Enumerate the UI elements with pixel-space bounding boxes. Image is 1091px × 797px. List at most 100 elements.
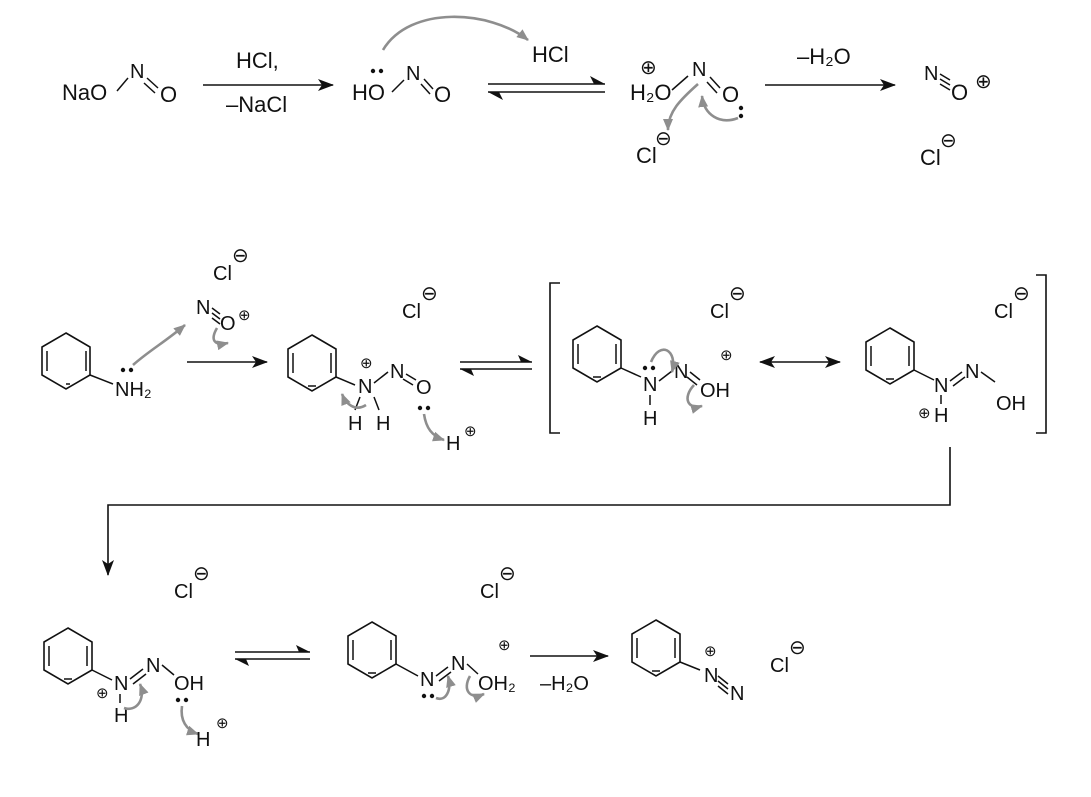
- atom-n: N: [692, 59, 706, 81]
- equilibrium-arrow: [235, 645, 310, 666]
- charge-plus: ⊕: [704, 643, 717, 660]
- charge-plus: ⊕: [238, 307, 251, 324]
- chloride: Cl: [174, 581, 193, 603]
- protonated-nitrous-acid: ⊕ H₂O N O Cl ⊖: [630, 57, 744, 168]
- atom-n: N: [146, 655, 160, 677]
- atom-h: H: [348, 413, 362, 435]
- atom-n: N: [674, 361, 688, 383]
- mechanism-arrow: [381, 15, 529, 51]
- mechanism-arrow: [465, 675, 485, 703]
- chloride: Cl: [213, 263, 232, 285]
- mechanism-arrow: [663, 83, 699, 131]
- atom-n: N: [924, 63, 938, 85]
- atom-h: H: [934, 405, 948, 427]
- chloride: Cl: [710, 301, 729, 323]
- right-bracket: [1036, 274, 1047, 434]
- final-step-arrow: –H₂O: [530, 650, 609, 695]
- atom-n: N: [704, 665, 718, 687]
- proton: H: [196, 729, 210, 751]
- charge-plus: ⊕: [360, 355, 373, 372]
- protonated-diazohydroxide: ⊕ N N OH H Cl ⊖: [43, 563, 210, 727]
- hcl-reagent: HCl: [532, 42, 569, 67]
- atom-n: N: [130, 61, 144, 83]
- atom-n: N: [406, 63, 420, 85]
- mechanism-arrow: [698, 95, 739, 122]
- charge-minus: ⊖: [729, 283, 746, 305]
- mechanism-arrow: [686, 384, 703, 414]
- mechanism-arrow: [212, 327, 229, 351]
- chloride: Cl: [402, 301, 421, 323]
- charge-minus: ⊖: [499, 563, 516, 585]
- atom-n: N: [730, 683, 744, 705]
- charge-plus: ⊕: [640, 57, 657, 79]
- charge-minus: ⊖: [655, 128, 672, 150]
- resonance-form-2: N N OH ⊕ H Cl ⊖: [865, 283, 1030, 427]
- atom-o: O: [722, 82, 739, 107]
- chloride: Cl: [480, 581, 499, 603]
- atom-h: H: [376, 413, 390, 435]
- chloride: Cl: [920, 145, 941, 170]
- mechanism-arrow: [180, 705, 199, 736]
- step1-byproduct: –NaCl: [226, 92, 287, 117]
- atom-nh2: NH₂: [115, 379, 152, 401]
- charge-plus: ⊕: [216, 715, 229, 732]
- equilibrium-arrow: [488, 76, 605, 100]
- nitrosonium-ion: N O ⊕ Cl ⊖: [920, 63, 992, 170]
- atom-oh: OH: [700, 380, 730, 402]
- charge-minus: ⊖: [193, 563, 210, 585]
- atom-h: H: [114, 705, 128, 727]
- charge-plus: ⊕: [918, 405, 931, 422]
- atom-h: H: [643, 408, 657, 430]
- n-nitrosoanilinium: ⊕ N N O H H Cl ⊖: [287, 283, 438, 435]
- atom-h2o: H₂O: [630, 80, 672, 105]
- atom-oh: OH: [996, 393, 1026, 415]
- atom-o: O: [416, 377, 432, 399]
- mechanism-arrow: [649, 348, 680, 373]
- aniline: NH₂: [41, 332, 152, 401]
- atom-na-o: NaO: [62, 80, 107, 105]
- atom-ho: HO: [352, 80, 385, 105]
- atom-n: N: [196, 297, 210, 319]
- step1-reagent: HCl,: [236, 48, 279, 73]
- atom-n: N: [358, 376, 372, 398]
- step3-byproduct: –H₂O: [797, 44, 851, 69]
- atom-o: O: [160, 82, 177, 107]
- step1-arrow: HCl, –NaCl: [203, 48, 334, 117]
- atom-n: N: [643, 374, 657, 396]
- atom-oh2: OH₂: [478, 673, 516, 695]
- atom-o: O: [434, 82, 451, 107]
- charge-minus: ⊖: [1013, 283, 1030, 305]
- atom-n: N: [965, 361, 979, 383]
- mechanism-arrow: [123, 683, 149, 711]
- nitrosonium-reagent: Cl ⊖ N O ⊕: [196, 245, 251, 335]
- connector-arrow: [102, 447, 951, 576]
- atom-n: N: [420, 669, 434, 691]
- chloride: Cl: [994, 301, 1013, 323]
- charge-minus: ⊖: [232, 245, 249, 267]
- charge-plus: ⊕: [975, 71, 992, 93]
- charge-plus: ⊕: [464, 423, 477, 440]
- resonance-form-1: N N OH ⊕ H Cl ⊖: [572, 283, 746, 430]
- charge-plus: ⊕: [498, 637, 511, 654]
- charge-minus: ⊖: [421, 283, 438, 305]
- atom-o: O: [951, 80, 968, 105]
- atom-n: N: [390, 361, 404, 383]
- step3-arrow: –H₂O: [765, 44, 896, 91]
- proton: H: [446, 433, 460, 455]
- mechanism-arrow: [340, 393, 367, 409]
- sodium-nitrite: NaO N O: [62, 61, 177, 107]
- mechanism-arrow: [422, 413, 445, 442]
- mechanism-arrow: [435, 675, 456, 701]
- charge-minus: ⊖: [789, 637, 806, 659]
- mechanism-arrow: [132, 324, 186, 366]
- chloride: Cl: [770, 655, 789, 677]
- atom-n: N: [451, 653, 465, 675]
- protonated-diazohydroxide-oh2: N N OH₂ ⊕ Cl ⊖: [347, 563, 516, 699]
- charge-plus: ⊕: [720, 347, 733, 364]
- nitrous-acid: HO N O: [352, 63, 451, 107]
- atom-n: N: [114, 673, 128, 695]
- charge-minus: ⊖: [940, 130, 957, 152]
- left-bracket: [549, 282, 560, 434]
- benzenediazonium-chloride: ⊕ N N Cl ⊖: [631, 619, 806, 705]
